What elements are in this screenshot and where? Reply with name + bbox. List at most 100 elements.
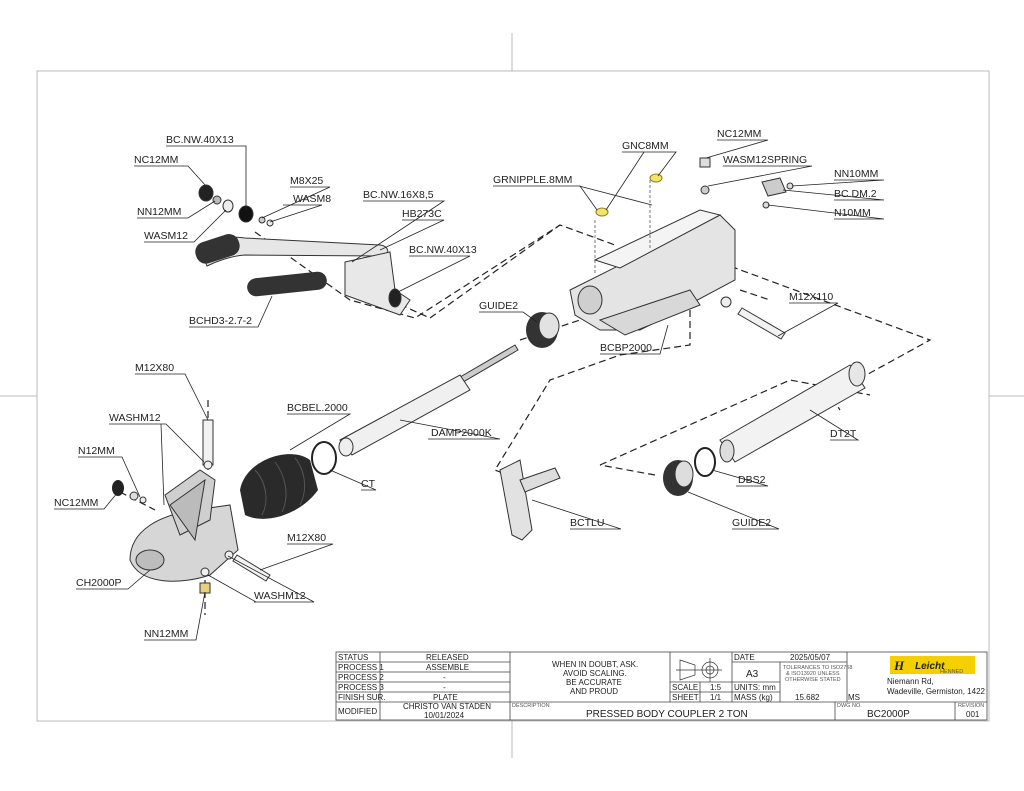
company-logo: H Leicht HENNED [890,656,975,675]
nn12mm-nut-top [212,195,222,205]
process3-label: PROCESS 3 [338,683,384,692]
washm12-left [203,460,213,470]
process2-label: PROCESS 2 [338,673,384,682]
title-block: STATUS RELEASED PROCESS 1 ASSEMBLE PROCE… [335,651,988,721]
modified-date: 10/01/2024 [424,711,465,720]
callout-bc-nw-40x13-top: BC.NW.40X13 [166,134,234,146]
body-assembly [526,157,794,348]
callout-guide2-bottom: GUIDE2 [732,517,771,529]
sheet-frame [0,33,1024,758]
dbs2-ring [694,447,716,477]
callout-nc12mm-top: NC12MM [134,154,178,166]
callout-n10mm: N10MM [834,207,871,219]
drawing-number: BC2000P [867,709,910,720]
units-label: UNITS: mm [734,683,776,692]
n12mm-nut [129,491,139,501]
scale-value: 1:5 [710,683,722,692]
paper-size: A3 [746,669,759,680]
callout-m12x80-bottom: M12X80 [287,532,326,544]
callout-bc-nw-40x13-mid: BC.NW.40X13 [409,244,477,256]
washm12-bottom [200,567,210,577]
handle-assembly [195,184,411,316]
callout-nn12mm-top: NN12MM [137,206,181,218]
damper-assembly [338,344,866,541]
note-line-3: BE ACCURATE [566,678,622,687]
ct-clamp [311,441,337,475]
wasm12-washer [222,199,234,213]
callout-damp: DAMP2000K [431,427,492,439]
address-line-1: Niemann Rd, [887,677,934,686]
process1-value: ASSEMBLE [426,663,469,672]
damp2000k-body [339,374,471,456]
process3-value: - [443,683,446,692]
status-label: STATUS [338,653,368,662]
logo-text: Leicht [915,661,945,672]
logo-subtext: HENNED [940,669,963,675]
callout-labels: BC.NW.40X13 NC12MM NN12MM WASM12 M8X25 W… [54,128,878,640]
bctlu-plate [499,459,533,541]
tolerance-line-3: OTHERWISE STATED [785,677,841,683]
bc-dm-2-lever [761,177,787,197]
gnc8mm-cap-1 [649,173,663,183]
bc-nw-40x13-washer-mid [388,288,402,308]
note-line-1: WHEN IN DOUBT, ASK. [552,660,638,669]
callout-bctlu: BCTLU [570,517,604,529]
callout-wasm12spring: WASM12SPRING [723,154,807,166]
note-line-2: AVOID SCALING. [563,669,627,678]
m12x110-bolt [737,307,786,340]
nc12mm-cap-top [198,184,214,202]
dt2t-tube [719,364,866,463]
tolerance-line-1: TOLERANCES TO ISO2768 [783,665,852,671]
washm12-right [224,550,234,560]
callout-bchd3: BCHD3-2.7-2 [189,315,252,327]
dwg-no-caption: DWG NO. [837,703,862,709]
svg-text:H: H [893,658,905,673]
mass-value: 15.682 [795,693,820,702]
revision-value: 001 [966,710,980,719]
callout-dt2t: DT2T [830,428,857,440]
process1-label: PROCESS 1 [338,663,384,672]
callout-m8x25: M8X25 [290,175,323,187]
callout-nc12mm-left: NC12MM [54,497,98,509]
drawn-by: MS [848,693,860,702]
callout-nc12mm-right: NC12MM [717,128,761,140]
m12x110-washer [720,296,732,308]
callout-washm12-left: WASHM12 [109,412,161,424]
description-caption: DESCRIPTION [512,703,550,709]
callout-bc-dm-2: BC.DM.2 [834,188,877,200]
hb273c-bracket [344,251,411,316]
modified-label: MODIFIED [338,707,377,716]
process2-value: - [443,673,446,682]
coupler-head-assembly [112,419,337,594]
callout-ch2000p: CH2000P [76,577,122,589]
callout-grnipple: GRNIPPLE.8MM [493,174,572,186]
bcbel-bellows [240,454,318,519]
callout-bcbp2000: BCBP2000 [600,342,652,354]
wasm12spring-washer [700,185,710,195]
scale-label: SCALE [672,683,698,692]
modified-name: CHRISTO VAN STADEN [403,702,491,711]
callout-dbs2: DBS2 [738,474,766,486]
callout-n12mm: N12MM [78,445,115,457]
bchd3-spring [247,271,327,297]
date-value: 2025/05/07 [790,653,831,662]
callout-nn12mm-bottom: NN12MM [144,628,188,640]
sheet-value: 1/1 [710,693,722,702]
projection-symbol-icon [676,658,722,682]
m8x25-bolt [258,216,266,224]
revision-caption: REVISION [958,703,984,709]
finish-label: FINISH SUR. [338,693,386,702]
sheet-label: SHEET [672,693,699,702]
callout-gnc8mm: GNC8MM [622,140,669,152]
gnc8mm-cap-2 [595,207,609,217]
callout-washm12-bottom: WASHM12 [254,590,306,602]
damp2000k-rod [454,344,519,386]
callout-ct: CT [361,478,376,490]
nc12mm-cap-left [112,480,124,496]
mass-label: MASS (kg) [734,693,773,702]
finish-value: PLATE [433,693,458,702]
m12x80-bolt-top [202,419,214,466]
date-label: DATE [734,653,755,662]
status-value: RELEASED [426,653,469,662]
leader-lines [54,139,885,641]
